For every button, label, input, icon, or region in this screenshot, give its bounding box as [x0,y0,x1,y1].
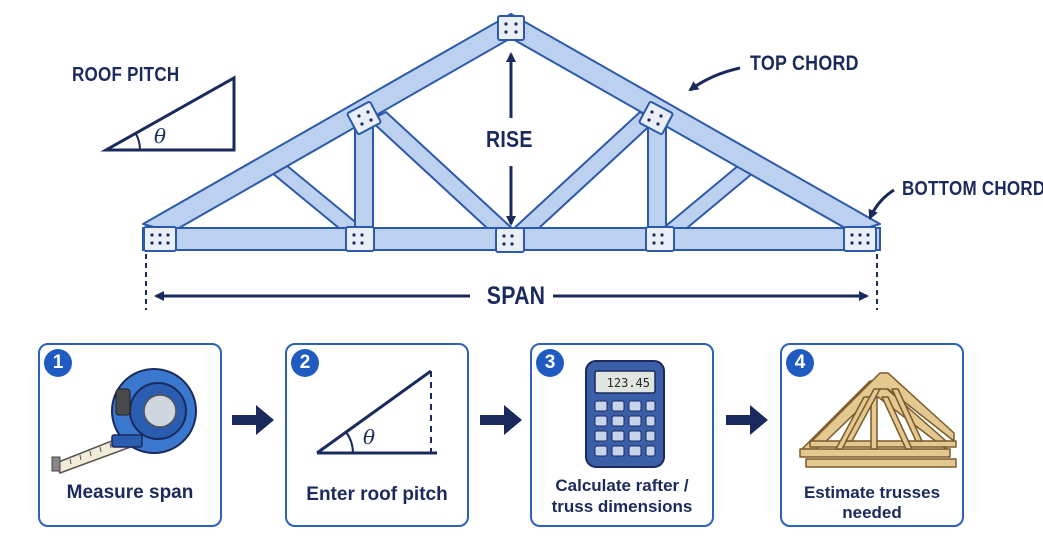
roof-pitch-triangle [100,75,236,152]
step-number-3: 3 [536,349,564,377]
flow-arrow-2-to-3 [480,405,524,440]
step-card-calculate: 123.45 3 Calculate rafter / truss dimens… [530,343,714,527]
gusset-plate-right-heel [843,226,877,252]
step-1-label: Measure span [66,482,194,503]
rise-label: RISE [486,126,533,152]
step-2-angle-symbol: θ [363,425,376,449]
gusset-plate-bottom-center [495,227,525,253]
step-2-label: Enter roof pitch [306,484,448,505]
step-card-enter-roof-pitch: θ 2 Enter roof pitch [285,343,469,527]
step-number-2: 2 [291,349,319,377]
bottom-chord-label: BOTTOM CHORD [902,178,1043,200]
bottom-chord-pointer-arrow [868,188,895,220]
top-chord-label: TOP CHORD [750,52,859,75]
gusset-plate-apex [497,15,525,41]
step-number-1: 1 [44,349,72,377]
calculator-display: 123.45 [607,376,650,390]
step-number-4: 4 [786,349,814,377]
step-4-label-line-1: Estimate trusses [803,483,941,502]
step-4-label-line-2: needed [842,503,902,522]
step-card-estimate-trusses: 4 Estimate trusses needed [780,343,964,527]
gusset-plate-left-heel [143,226,177,252]
gusset-plates [143,15,877,253]
span-label: SPAN [480,282,553,311]
roof-pitch-angle-symbol: θ [154,124,167,148]
flow-arrow-3-to-4 [726,405,770,440]
web-right-vertical [647,117,667,233]
roof-pitch-label: ROOF PITCH [72,64,180,86]
span-dimension [145,254,878,310]
gusset-plate-bottom-left [345,226,375,252]
plate-nail-dots [150,22,870,246]
web-left-vertical [354,117,374,233]
calculator-icon: 123.45 [585,360,665,468]
flow-arrow-1-to-2 [232,405,276,440]
gusset-plate-upper-right [638,101,674,135]
stacked-trusses-icon [799,372,957,468]
step-3-label-line-1: Calculate rafter / [555,476,689,495]
truss-diagram [100,13,895,310]
top-chord-pointer-arrow [688,66,741,92]
tape-measure-icon [51,368,197,474]
roof-pitch-angle-icon [316,369,437,455]
gusset-plate-upper-left [346,101,382,135]
gusset-plate-bottom-right [645,226,675,252]
step-card-measure-span: 1 Measure span [38,343,222,527]
step-3-label-line-2: truss dimensions [551,497,693,516]
